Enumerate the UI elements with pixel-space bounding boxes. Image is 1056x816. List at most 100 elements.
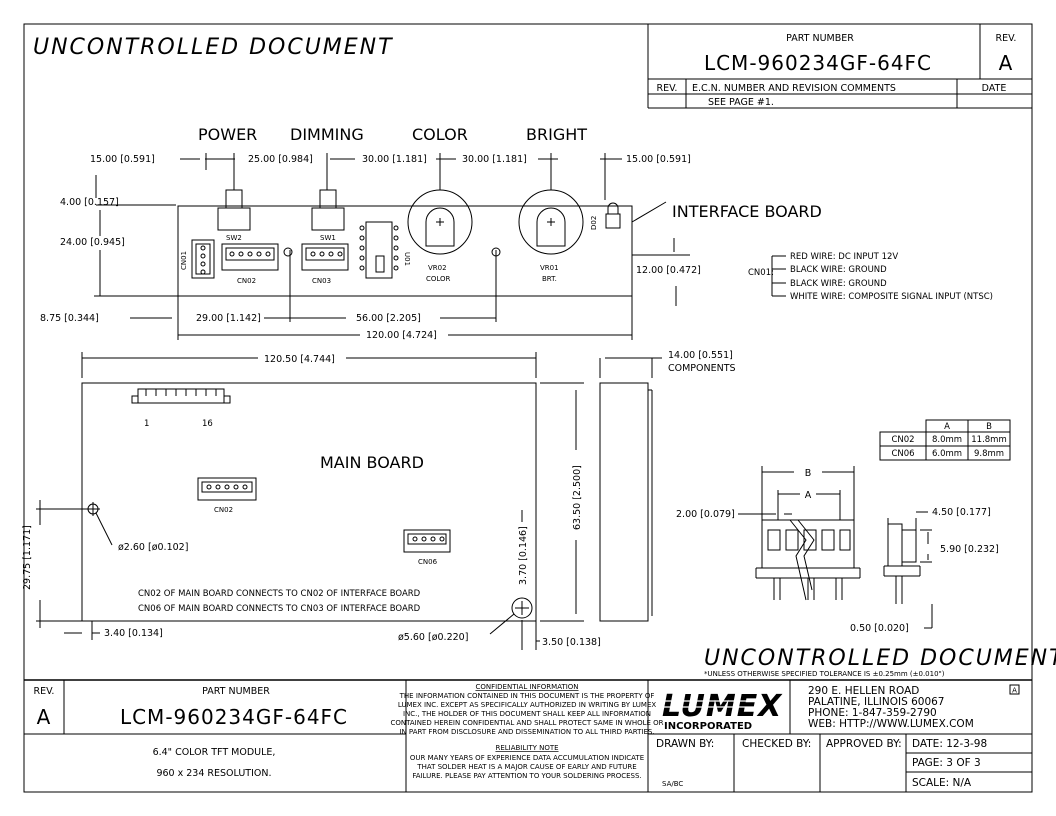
tolerance-note: *UNLESS OTHERWISE SPECIFIED TOLERANCE IS…: [704, 670, 945, 678]
table-row-1-b: 9.8mm: [974, 449, 1004, 459]
wire-3: WHITE WIRE: COMPOSITE SIGNAL INPUT (NTSC…: [790, 292, 993, 302]
hdr-rev-col: REV.: [657, 83, 678, 94]
tb-desc-2: 960 x 234 RESOLUTION.: [156, 768, 271, 779]
u01-label: U01: [403, 252, 411, 266]
address-0: 290 E. HELLEN ROAD: [808, 685, 919, 697]
dim-05: 0.50 [0.020]: [850, 623, 909, 634]
cn01-part-label: CN01: [180, 251, 188, 270]
label-power: POWER: [198, 125, 257, 144]
checked-by-label: CHECKED BY:: [742, 738, 811, 750]
dim-56: 56.00 [2.205]: [356, 313, 421, 324]
hdr-rev-label: REV.: [996, 33, 1017, 44]
main-board-outline: [81, 382, 537, 622]
dim-2975: 29.75 [1.171]: [22, 525, 33, 590]
dim-30a: 30.00 [1.181]: [362, 154, 427, 165]
watermark-bottom: UNCONTROLLED DOCUMENT: [704, 646, 1056, 671]
vr01-sub: BRT.: [542, 275, 557, 283]
cn01-wire-label: CN01:: [748, 268, 774, 278]
conf-line-4: IN PART FROM DISCLOSURE AND DISSEMINATIO…: [399, 728, 654, 736]
table-row-0-a: 8.0mm: [932, 435, 962, 445]
dim-height: 63.50 [2.500]: [572, 465, 583, 530]
address-2: PHONE: 1-847-359-2790: [808, 707, 937, 719]
approved-by-label: APPROVED BY:: [826, 738, 902, 750]
rel-line-1: THAT SOLDER HEAT IS A MAJOR CAUSE OF EAR…: [416, 763, 636, 771]
dim-components: COMPONENTS: [668, 363, 736, 374]
vr02-sub: COLOR: [426, 275, 451, 283]
table-row-1-name: CN06: [891, 449, 914, 459]
dim-right: 15.00 [0.591]: [626, 154, 691, 165]
dim-hole-big: ø5.60 [ø0.220]: [398, 632, 468, 643]
drawn-by-label: DRAWN BY:: [656, 738, 714, 750]
hdr-ecn-label: E.C.N. NUMBER AND REVISION COMMENTS: [692, 83, 896, 94]
detail-b: B: [805, 468, 812, 479]
dim-4: 4.00 [0.157]: [60, 197, 119, 208]
tb-desc-1: 6.4" COLOR TFT MODULE,: [153, 747, 276, 758]
sheet-border: [23, 23, 1033, 793]
dim-25: 25.00 [0.984]: [248, 154, 313, 165]
rel-line-2: FAILURE. PLEASE PAY ATTENTION TO YOUR SO…: [412, 772, 641, 780]
label-dimming: DIMMING: [290, 125, 364, 144]
conf-line-0: THE INFORMATION CONTAINED IN THIS DOCUME…: [399, 692, 655, 700]
tb-date: DATE: 12-3-98: [912, 738, 987, 750]
dim-main-width: 120.50 [4.744]: [264, 354, 335, 365]
sw2-label: SW2: [226, 234, 242, 242]
interface-board-outline: [177, 205, 633, 297]
dim-hole-small: ø2.60 [ø0.102]: [118, 542, 188, 553]
hdr-date-label: DATE: [982, 83, 1007, 94]
tb-part-number: LCM-960234GF-64FC: [120, 705, 348, 729]
table-head-b: B: [986, 422, 992, 432]
dim-37: 3.70 [0.146]: [518, 526, 529, 585]
address-1: PALATINE, ILLINOIS 60067: [808, 696, 945, 708]
dim-875: 8.75 [0.344]: [40, 313, 99, 324]
dim-120: 120.00 [4.724]: [366, 330, 437, 341]
wire-2: BLACK WIRE: GROUND: [790, 279, 887, 289]
dim-24: 24.00 [0.945]: [60, 237, 125, 248]
pin-16: 16: [202, 419, 213, 429]
watermark-top: UNCONTROLLED DOCUMENT: [33, 35, 394, 60]
hdr-part-label: PART NUMBER: [786, 33, 854, 44]
main-cn02-label: CN02: [214, 506, 233, 514]
dim-35: 3.50 [0.138]: [542, 637, 601, 648]
wire-0: RED WIRE: DC INPUT 12V: [790, 252, 898, 262]
vr02-label: VR02: [428, 264, 447, 272]
note-1: CN06 OF MAIN BOARD CONNECTS TO CN03 OF I…: [138, 604, 421, 614]
label-bright: BRIGHT: [526, 125, 587, 144]
corner-mark: A: [1012, 687, 1017, 695]
dim-59: 5.90 [0.232]: [940, 544, 999, 555]
conf-line-3: CONTAINED HEREIN CONFIDENTIAL AND SHALL …: [390, 719, 663, 727]
d02-label: D02: [590, 216, 598, 230]
dim-12: 12.00 [0.472]: [636, 265, 701, 276]
hdr-rev: A: [999, 51, 1014, 75]
dim-left: 15.00 [0.591]: [90, 154, 155, 165]
drawn-by: SA/BC: [662, 780, 683, 788]
dim-30b: 30.00 [1.181]: [462, 154, 527, 165]
main-board-label: MAIN BOARD: [320, 453, 424, 472]
table-row-1-a: 6.0mm: [932, 449, 962, 459]
note-0: CN02 OF MAIN BOARD CONNECTS TO CN02 OF I…: [138, 589, 421, 599]
rel-title: RELIABILITY NOTE: [495, 744, 558, 752]
vr01-label: VR01: [540, 264, 559, 272]
dim-34: 3.40 [0.134]: [104, 628, 163, 639]
cn03-part-label: CN03: [312, 277, 331, 285]
detail-a: A: [805, 490, 812, 501]
table-row-0-name: CN02: [891, 435, 914, 445]
address-3: WEB: HTTP://WWW.LUMEX.COM: [808, 718, 974, 730]
tb-page: PAGE: 3 OF 3: [912, 757, 981, 769]
rel-line-0: OUR MANY YEARS OF EXPERIENCE DATA ACCUMU…: [410, 754, 644, 762]
conf-line-2: INC., THE HOLDER OF THIS DOCUMENT SHALL …: [403, 710, 651, 718]
interface-board-label: INTERFACE BOARD: [672, 202, 822, 221]
sw1-label: SW1: [320, 234, 336, 242]
conf-title: CONFIDENTIAL INFORMATION: [475, 683, 578, 691]
dim-29: 29.00 [1.142]: [196, 313, 261, 324]
tb-scale: SCALE: N/A: [912, 777, 972, 789]
cn02-part-label: CN02: [237, 277, 256, 285]
wire-1: BLACK WIRE: GROUND: [790, 265, 887, 275]
table-row-0-b: 11.8mm: [971, 435, 1007, 445]
tb-part-label: PART NUMBER: [202, 686, 270, 697]
dim-side-thick: 14.00 [0.551]: [668, 350, 733, 361]
table-head-a: A: [944, 422, 950, 432]
pin-1: 1: [144, 419, 149, 429]
lumex-logo: LUMEX INCORPORATED: [662, 689, 782, 732]
logo-sub: INCORPORATED: [664, 721, 752, 732]
